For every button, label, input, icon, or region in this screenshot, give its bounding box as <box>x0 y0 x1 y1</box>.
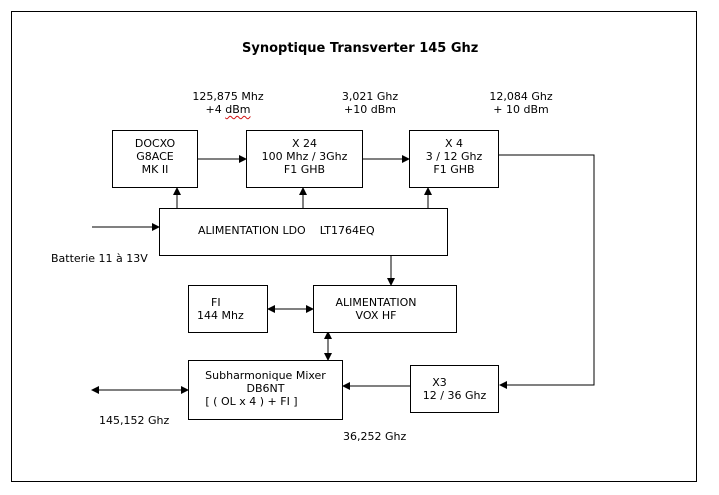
block-fi: FI 144 Mhz <box>188 285 268 333</box>
block-docxo-line2: G8ACE <box>136 150 174 163</box>
block-x24-line2: 100 Mhz / 3Ghz <box>261 150 348 163</box>
block-x4-line1: X 4 <box>444 137 464 150</box>
output-freq-label: 145,152 Ghz <box>99 414 170 427</box>
freq-label-12ghz-value: 12,084 Ghz <box>489 90 553 103</box>
block-x3-line2: 12 / 36 Ghz <box>422 389 487 402</box>
freq-label-12ghz-power: + 10 dBm <box>493 103 549 116</box>
block-mixer-line2: DB6NT <box>246 382 285 395</box>
block-x24: X 24 100 Mhz / 3Ghz F1 GHB <box>246 130 363 188</box>
block-docxo: DOCXO G8ACE MK II <box>112 130 198 188</box>
block-docxo-line3: MK II <box>141 163 169 176</box>
block-subharmonique-mixer: Subharmonique Mixer DB6NT [ ( OL x 4 ) +… <box>188 360 343 420</box>
block-x4-line3: F1 GHB <box>433 163 475 176</box>
block-alimentation-ldo: ALIMENTATION LDO LT1764EQ <box>159 208 448 256</box>
battery-label: Batterie 11 à 13V <box>51 252 148 265</box>
block-x4: X 4 3 / 12 Ghz F1 GHB <box>409 130 499 188</box>
block-alimentation-vox-line2: VOX HF <box>355 309 397 322</box>
block-docxo-text: DOCXO G8ACE MK II <box>113 137 197 176</box>
freq-label-12ghz: 12,084 Ghz + 10 dBm <box>486 90 556 116</box>
block-x24-line3: F1 GHB <box>283 163 326 176</box>
block-fi-line2: 144 Mhz <box>197 309 244 322</box>
block-mixer-line3: [ ( OL x 4 ) + FI ] <box>205 395 298 408</box>
block-x24-line1: X 24 <box>291 137 318 150</box>
freq-label-125mhz: 125,875 Mhz +4 dBm <box>188 90 268 116</box>
block-x24-text: X 24 100 Mhz / 3Ghz F1 GHB <box>247 137 362 176</box>
freq-label-125mhz-power: +4 dBm <box>188 103 268 116</box>
block-alimentation-vox-text: ALIMENTATION VOX HF <box>314 296 438 322</box>
freq-label-3ghz: 3,021 Ghz +10 dBm <box>335 90 405 116</box>
diagram-title: Synoptique Transverter 145 Ghz <box>242 41 479 56</box>
diagram-frame <box>11 11 697 482</box>
block-x4-text: X 4 3 / 12 Ghz F1 GHB <box>410 137 498 176</box>
block-fi-text: FI 144 Mhz <box>197 296 244 322</box>
freq-label-3ghz-value: 3,021 Ghz <box>341 90 399 103</box>
block-mixer-text: Subharmonique Mixer DB6NT [ ( OL x 4 ) +… <box>189 369 342 408</box>
block-x3-line1: X3 <box>432 376 447 389</box>
block-fi-line1: FI <box>211 296 221 309</box>
line-x4-to-x3 <box>498 154 595 389</box>
block-alimentation-ldo-label: ALIMENTATION LDO LT1764EQ <box>198 224 375 237</box>
block-alimentation-vox-line1: ALIMENTATION <box>335 296 417 309</box>
power-unit: dBm <box>225 103 251 116</box>
freq-label-3ghz-power: +10 dBm <box>344 103 396 116</box>
block-alimentation-vox: ALIMENTATION VOX HF <box>313 285 457 333</box>
block-x4-line2: 3 / 12 Ghz <box>425 150 483 163</box>
block-mixer-line1: Subharmonique Mixer <box>205 369 326 382</box>
block-x3: X3 12 / 36 Ghz <box>410 365 499 413</box>
block-docxo-line1: DOCXO <box>134 137 176 150</box>
mid-freq-label: 36,252 Ghz <box>343 430 407 443</box>
freq-label-125mhz-value: 125,875 Mhz <box>192 90 264 103</box>
power-prefix: +4 <box>205 103 226 116</box>
block-x3-text: X3 12 / 36 Ghz <box>411 376 498 402</box>
